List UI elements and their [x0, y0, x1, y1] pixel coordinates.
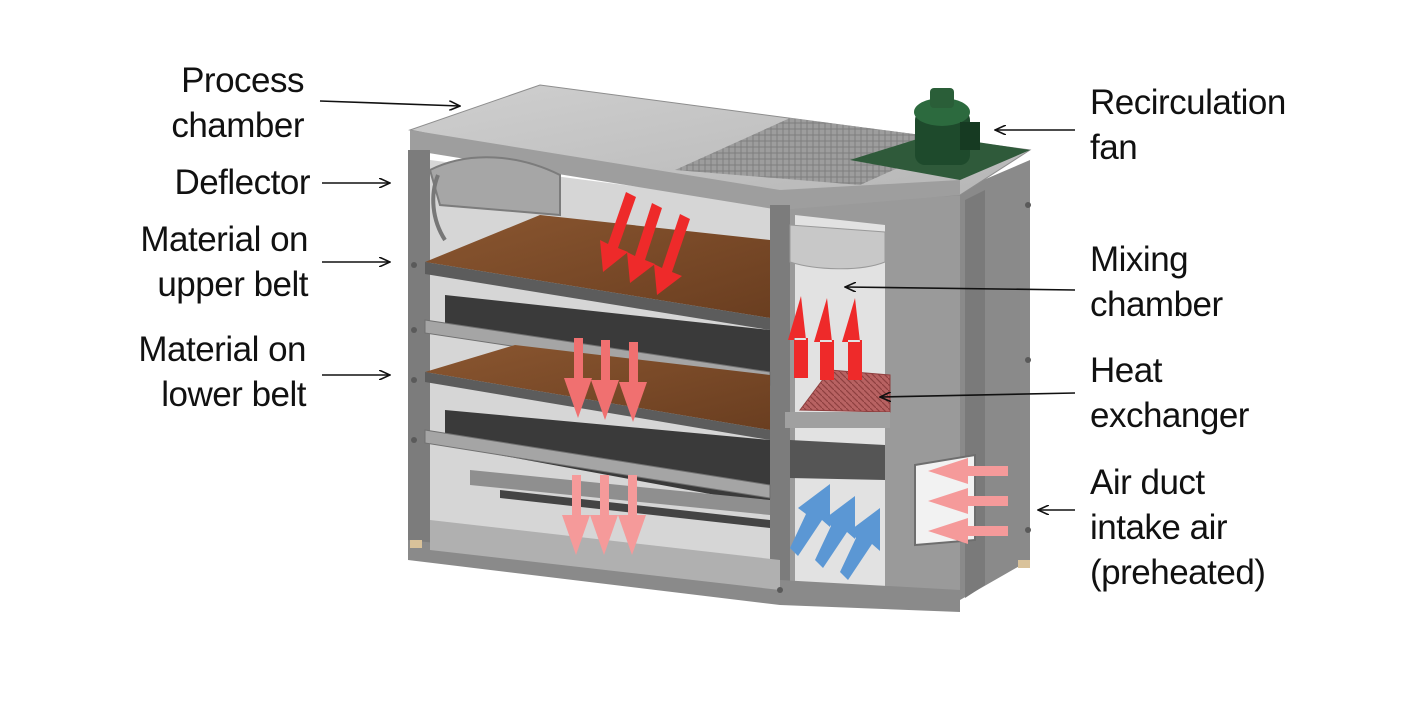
- heat-exchanger: [799, 369, 891, 413]
- arrow-up-1: [788, 296, 808, 378]
- fan-motor: [914, 88, 980, 165]
- arrow-up-3: [842, 298, 862, 380]
- label-material-upper-line1: Material on: [140, 220, 308, 259]
- front-post-middle: [770, 205, 790, 598]
- label-process-chamber-line2: chamber: [171, 106, 304, 145]
- label-recirculation-fan-line2: fan: [1090, 128, 1138, 167]
- front-post-left: [408, 150, 430, 555]
- label-process-chamber-line1: Process: [181, 61, 304, 100]
- heat-exchanger-shelf: [785, 412, 890, 428]
- arrow-upper-2: [627, 203, 662, 283]
- bottom-floor: [430, 520, 780, 590]
- warm-air-down-arrows-lower: [564, 338, 647, 422]
- label-heat-exchanger: Heat exchanger: [1090, 348, 1249, 438]
- label-air-duct: Air duct intake air (preheated): [1090, 460, 1266, 595]
- deflector-curve: [431, 174, 447, 242]
- fresh-air-up-arrows: [790, 484, 880, 580]
- foot-right: [1018, 560, 1030, 568]
- hot-air-up-arrows: [788, 296, 862, 380]
- leader-mixing-chamber: [845, 287, 1076, 290]
- top-grille: [675, 118, 960, 185]
- label-material-upper-line2: upper belt: [157, 265, 308, 304]
- deflector: [428, 156, 561, 217]
- label-deflector: Deflector: [174, 160, 310, 205]
- arrow-cold-3: [840, 508, 880, 580]
- label-mixing-chamber-line2: chamber: [1090, 285, 1223, 324]
- upper-belt-material: [425, 215, 770, 318]
- airflow-arrows: [562, 192, 1008, 580]
- dryer-machine: [408, 84, 1032, 612]
- leader-lines: [319, 100, 1076, 510]
- label-recirculation-fan-line1: Recirculation: [1090, 83, 1286, 122]
- label-heat-exchanger-line1: Heat: [1090, 351, 1162, 390]
- arrow-cold-2: [815, 496, 855, 568]
- arrow-bottom-3: [618, 475, 646, 555]
- label-mixing-chamber: Mixing chamber: [1090, 237, 1223, 327]
- lower-belt-rail: [424, 429, 771, 499]
- rivets: [411, 202, 1031, 593]
- top-cover-front-edge: [410, 130, 960, 210]
- leader-heat-exchanger: [880, 393, 1076, 397]
- mixing-chamber: [789, 224, 886, 270]
- exhaust-down-arrows-bottom: [562, 475, 646, 555]
- label-air-duct-line1: Air duct: [1090, 463, 1205, 502]
- label-material-upper: Material on upper belt: [140, 217, 308, 307]
- label-recirculation-fan: Recirculation fan: [1090, 80, 1286, 170]
- label-material-lower-line2: lower belt: [161, 375, 306, 414]
- label-material-lower: Material on lower belt: [138, 327, 306, 417]
- label-process-chamber: Process chamber: [171, 58, 304, 148]
- arrow-intake-2: [928, 488, 1008, 514]
- arrow-bottom-2: [590, 475, 618, 555]
- label-air-duct-line2: intake air: [1090, 508, 1228, 547]
- return-rail: [470, 470, 770, 515]
- lower-belt-frame: [425, 372, 770, 440]
- module-lower-slats: [790, 440, 885, 480]
- label-heat-exchanger-line2: exchanger: [1090, 396, 1249, 435]
- foot-left: [410, 540, 422, 548]
- arrow-intake-3: [928, 518, 1008, 544]
- arrow-lower-1: [564, 338, 592, 418]
- upper-belt-frame: [425, 262, 770, 330]
- arrow-lower-2: [591, 340, 619, 420]
- arrow-up-2: [814, 298, 834, 380]
- label-material-lower-line1: Material on: [138, 330, 306, 369]
- intake-air-arrows: [928, 458, 1008, 544]
- arrow-upper-3: [654, 214, 690, 295]
- arrow-bottom-1: [562, 475, 590, 555]
- arrow-lower-3: [619, 342, 647, 422]
- label-deflector-line1: Deflector: [174, 163, 310, 202]
- label-air-duct-line3: (preheated): [1090, 553, 1266, 592]
- label-mixing-chamber-line1: Mixing: [1090, 240, 1189, 279]
- leader-process-chamber: [319, 100, 460, 106]
- arrow-intake-1: [928, 458, 1008, 484]
- hot-air-down-arrows-upper: [600, 192, 690, 295]
- arrow-cold-1: [790, 484, 830, 556]
